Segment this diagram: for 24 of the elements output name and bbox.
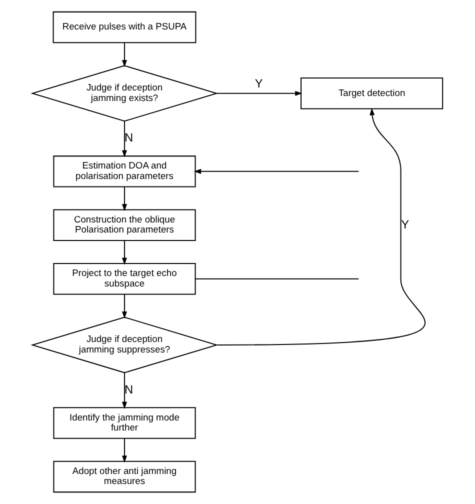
connector	[196, 278, 359, 280]
node-box: Receive pulses with a PSUPA	[52, 11, 196, 44]
arrow	[194, 168, 359, 174]
node-box: Identify the jamming mode further	[53, 407, 196, 439]
edge-label: N	[124, 130, 134, 145]
edge-label: Y	[401, 217, 410, 232]
arrow	[122, 187, 128, 212]
edge-label: Y	[254, 76, 263, 91]
arrow	[122, 294, 128, 319]
edge-label: N	[124, 382, 134, 396]
node-box: Construction the oblique Polarisation parameters	[53, 209, 196, 241]
node-box: Estimation DOA and polarisation parameters	[53, 156, 196, 188]
arrow	[216, 90, 302, 96]
arrow	[122, 121, 128, 158]
node-box: Target detection	[300, 78, 444, 110]
arrow	[122, 240, 128, 265]
node-box: Project to the target echo subspace	[53, 263, 196, 295]
node-diamond: Judge if deception jamming exists?	[30, 65, 218, 122]
arrow	[122, 372, 128, 409]
arrow	[122, 42, 128, 68]
node-diamond: Judge if deception jamming suppresses?	[30, 316, 218, 374]
node-box: Adopt other anti jamming measures	[53, 460, 196, 493]
arrow	[122, 438, 128, 463]
arrow	[217, 108, 425, 346]
